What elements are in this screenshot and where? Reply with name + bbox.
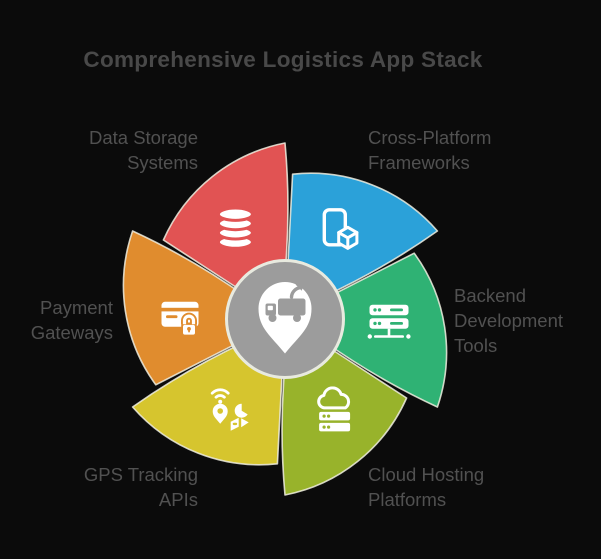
segment-label-cross-platform-frameworks: Cross-Platform Frameworks: [368, 127, 492, 173]
delivery-truck-pin-icon: [258, 282, 312, 354]
center-hub: [225, 259, 345, 379]
page-title: Comprehensive Logistics App Stack: [83, 47, 483, 72]
satellite-swoosh-icon: [289, 283, 304, 299]
segment-label-gps-tracking-apis: GPS Tracking APIs: [83, 464, 198, 510]
segment-label-cloud-hosting-platforms: Cloud Hosting Platforms: [368, 464, 485, 510]
segment-label-payment-gateways: Payment Gateways: [30, 297, 113, 343]
truck-icon: [265, 298, 306, 322]
database-icon: [218, 208, 253, 249]
segment-label-data-storage-systems: Data Storage Systems: [88, 127, 198, 173]
segment-label-backend-development-tools: Backend Development Tools: [454, 285, 564, 356]
